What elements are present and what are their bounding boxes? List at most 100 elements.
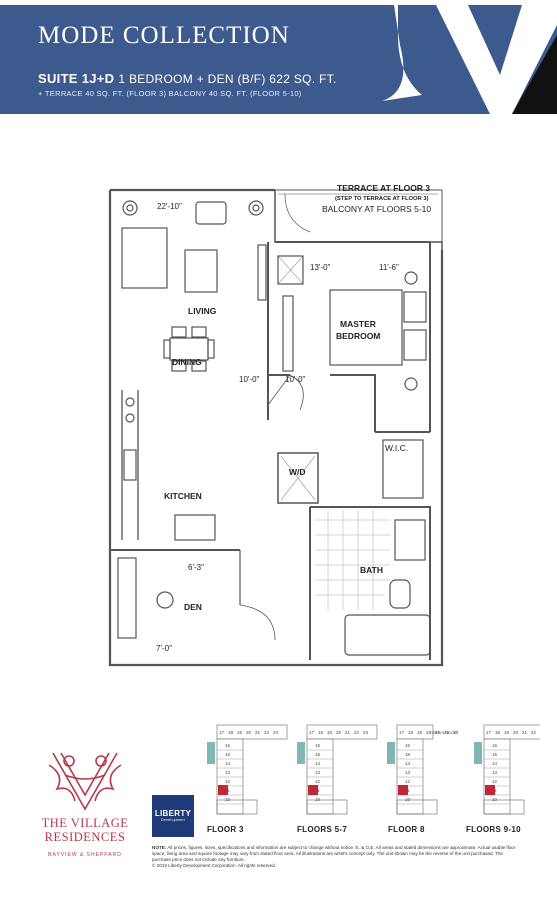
room-den: DEN xyxy=(184,602,202,612)
svg-text:17: 17 xyxy=(219,730,225,735)
svg-text:15: 15 xyxy=(225,752,231,757)
dim-den-width: 6'-3" xyxy=(188,563,204,572)
key-plan-2: 1718192021222316151413121110 xyxy=(297,724,378,815)
svg-text:21: 21 xyxy=(255,730,261,735)
floor-plan: TERRACE AT FLOOR 3 (STEP TO TERRACE AT F… xyxy=(108,183,444,667)
terrace-label: TERRACE AT FLOOR 3 xyxy=(337,183,430,193)
disclaimer-note: NOTE: All prices, figures, sizes, specif… xyxy=(152,845,522,869)
room-bath: BATH xyxy=(360,565,383,575)
svg-text:10: 10 xyxy=(315,797,321,802)
svg-text:21: 21 xyxy=(345,730,351,735)
svg-text:13: 13 xyxy=(492,770,498,775)
svg-text:23: 23 xyxy=(273,730,279,735)
brand-tagline: BAYVIEW & SHEPPARD xyxy=(48,852,122,858)
svg-text:19: 19 xyxy=(417,730,423,735)
suite-name: SUITE 1J+D xyxy=(38,71,115,86)
svg-text:15: 15 xyxy=(492,752,498,757)
svg-text:23: 23 xyxy=(363,730,369,735)
svg-text:14: 14 xyxy=(492,761,498,766)
svg-text:16: 16 xyxy=(315,743,321,748)
svg-text:13: 13 xyxy=(315,770,321,775)
svg-text:16: 16 xyxy=(225,743,231,748)
svg-text:15: 15 xyxy=(315,752,321,757)
room-dining: DINING xyxy=(172,357,202,367)
room-wic: W.I.C. xyxy=(385,443,408,453)
dim-bedroom-height: 10'-0" xyxy=(285,375,306,384)
svg-text:12: 12 xyxy=(405,779,411,784)
svg-text:18: 18 xyxy=(228,730,234,735)
room-wd: W/D xyxy=(289,467,306,477)
v-logo-mark xyxy=(372,5,557,114)
svg-text:22: 22 xyxy=(531,730,537,735)
svg-text:22: 22 xyxy=(264,730,270,735)
svg-text:18: 18 xyxy=(408,730,414,735)
brand-line1: THE VILLAGE xyxy=(41,816,129,830)
key-plans: 1718192021222316151413121110171819202122… xyxy=(207,724,540,815)
key-plan-3: 1718192021222316151413121110 xyxy=(387,724,459,815)
brand-line2: RESIDENCES xyxy=(44,830,126,844)
svg-text:16: 16 xyxy=(492,743,498,748)
svg-text:22: 22 xyxy=(354,730,360,735)
svg-text:21: 21 xyxy=(522,730,528,735)
note-copyright: © 2019 Liberty Development Corporation. … xyxy=(152,863,276,868)
highlight-unit-1 xyxy=(218,785,228,795)
balcony-label: BALCONY AT FLOORS 5-10 xyxy=(322,204,431,214)
suite-description: 1 BEDROOM + DEN (B/F) 622 SQ. FT. xyxy=(118,72,337,86)
collection-title: MODE COLLECTION xyxy=(38,22,290,49)
note-text: All prices, figures, sizes, specificatio… xyxy=(152,845,516,862)
svg-text:20: 20 xyxy=(336,730,342,735)
svg-text:17: 17 xyxy=(309,730,315,735)
top-strip xyxy=(0,0,557,5)
svg-text:10: 10 xyxy=(405,797,411,802)
svg-text:17: 17 xyxy=(399,730,405,735)
floor-label-3: FLOOR 3 xyxy=(207,825,244,834)
svg-text:15: 15 xyxy=(405,752,411,757)
svg-text:17: 17 xyxy=(486,730,492,735)
svg-text:12: 12 xyxy=(315,779,321,784)
svg-text:18: 18 xyxy=(318,730,324,735)
svg-text:14: 14 xyxy=(315,761,321,766)
svg-text:13: 13 xyxy=(225,770,231,775)
floor-label-5-7: FLOORS 5-7 xyxy=(297,825,348,834)
svg-text:21: 21 xyxy=(435,730,441,735)
key-plan-4: 1718192021222316151413121110 xyxy=(474,724,540,815)
note-lead: NOTE: xyxy=(152,845,167,850)
green-roof-label: GREEN ROOF xyxy=(430,730,457,735)
dim-den-depth: 7'-0" xyxy=(156,644,172,653)
svg-text:12: 12 xyxy=(225,779,231,784)
room-kitchen: KITCHEN xyxy=(164,491,202,501)
svg-text:13: 13 xyxy=(405,770,411,775)
svg-text:19: 19 xyxy=(237,730,243,735)
suite-extra: + TERRACE 40 SQ. FT. (FLOOR 3) BALCONY 4… xyxy=(38,89,302,98)
key-plan-1: 1718192021222316151413121110 xyxy=(207,724,288,815)
svg-text:20: 20 xyxy=(513,730,519,735)
liberty-name: LIBERTY xyxy=(154,809,192,818)
room-master-line1: MASTER xyxy=(340,319,376,329)
svg-text:23: 23 xyxy=(453,730,459,735)
floor-label-9-10: FLOORS 9-10 xyxy=(466,825,521,834)
svg-text:10: 10 xyxy=(492,797,498,802)
svg-text:19: 19 xyxy=(504,730,510,735)
floor-label-8: FLOOR 8 xyxy=(388,825,425,834)
dim-bedroom-depth: 13'-0" xyxy=(310,263,331,272)
svg-text:22: 22 xyxy=(444,730,450,735)
liberty-sub: Development xyxy=(161,818,185,822)
svg-text:10: 10 xyxy=(225,797,231,802)
dim-bedroom-width: 11'-6" xyxy=(379,263,399,272)
room-master-line2: BEDROOM xyxy=(336,331,380,341)
terrace-note: (STEP TO TERRACE AT FLOOR 3) xyxy=(335,196,429,202)
highlight-unit-3 xyxy=(398,785,408,795)
svg-text:16: 16 xyxy=(405,743,411,748)
svg-text:12: 12 xyxy=(492,779,498,784)
svg-text:20: 20 xyxy=(426,730,432,735)
svg-text:19: 19 xyxy=(327,730,333,735)
svg-text:18: 18 xyxy=(495,730,501,735)
highlight-unit-2 xyxy=(308,785,318,795)
dim-living-width: 22'-10" xyxy=(157,202,182,211)
village-v-crest xyxy=(48,752,122,811)
svg-text:14: 14 xyxy=(405,761,411,766)
dim-living-height: 10'-0" xyxy=(239,375,260,384)
